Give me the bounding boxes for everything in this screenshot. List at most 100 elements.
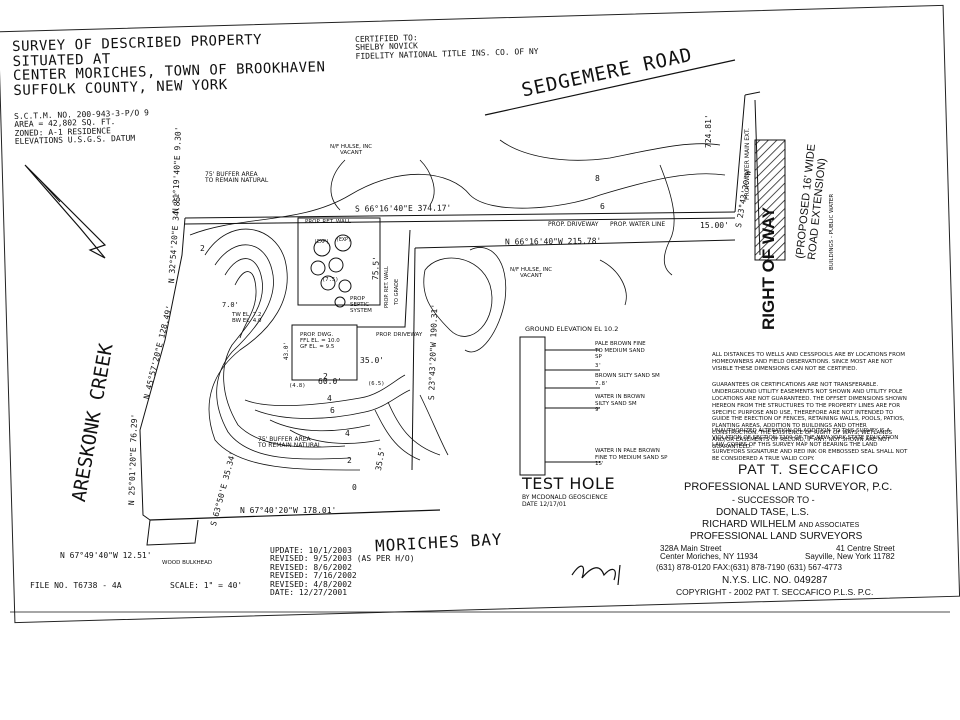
soil-layer-1-c: SP [595,354,602,361]
neighbor-east: N/F HULSE, INC VACANT [510,267,553,280]
successor-label: - SUCCESSOR TO - [732,495,815,505]
dwelling-label: PROP. DWG. FFL EL. = 10.0 GF EL. = 9.5 [300,332,340,350]
contour-line [269,419,371,432]
septic-ring [313,239,331,257]
dwelling-name: PROP. DWG. [300,332,334,338]
neighbor-north-vacant: VACANT [340,149,363,156]
north-arrow [24,164,107,259]
note-wells: ALL DISTANCES TO WELLS AND CESSPOOLS ARE… [712,352,905,372]
phone-line: (631) 878-0120 FAX:(631) 878-7190 (631) … [656,563,842,572]
richard-name: RICHARD WILHELM [702,519,796,530]
septic-ring [338,279,352,293]
soil-layer-1-b: TO MEDIUM SAND [595,347,645,354]
buffer-north-line-2: TO REMAIN NATURAL [205,177,269,185]
bearing-north-2: N 66°16'40"W 215.78' [504,236,602,247]
soil-layer-3-b: SILTY SAND SM [595,400,637,407]
septic-label: PROP SEPTIC SYSTEM [350,296,372,314]
contour-line [499,139,721,161]
buffer-south-line-2: TO REMAIN NATURAL [258,442,322,450]
north-arrow-tick [39,179,61,203]
north-lot-line-2 [414,239,736,249]
test-hole-date: DATE 12/17/01 [522,501,567,509]
contour-line [419,394,449,456]
buffer-north: 75' BUFFER AREA TO REMAIN NATURAL [205,171,269,185]
buildings-public-water: BUILDINGS - PUBLIC WATER [829,193,835,270]
contour-line [423,257,493,337]
test-hole-by: BY MCDONALD GEOSCIENCE [522,494,608,501]
contour-line [214,244,351,460]
tw-elevation: TW EL. 7.2 [232,312,262,318]
buffer-south-line-1: 75' BUFFER AREA [258,436,311,443]
address-2-line-2: Sayville, New York 11782 [805,552,895,562]
revision-r3: REVISED: 7/16/2002 [270,571,357,581]
revision-r1: REVISED: 9/5/2003 [270,554,352,564]
address-2-line-1: 41 Centre Street [835,544,895,553]
certified-block: CERTIFIED TO: SHELBY NOVICK FIDELITY NAT… [355,31,539,61]
test-hole-ground: GROUND ELEVATION EL 10.2 [525,325,619,333]
parcel-info: S.C.T.M. NO. 200-943-3-P/O 9 AREA = 42,8… [14,108,150,146]
associates: AND ASSOCIATES [798,522,860,529]
surveyor-title: PROFESSIONAL LAND SURVEYOR, P.C. [684,481,893,493]
ret-wall-label: PROP. RET. WALL [305,219,351,225]
prop-water-line-label: PROP. WATER LINE [610,221,666,228]
bearing-north-1: S 66°16'40"E 374.17' [354,203,452,214]
license-number: N.Y.S. LIC. NO. 049287 [722,575,828,586]
wall-elevations: TW EL. 7.2 BW EL. 4.0 [232,312,262,325]
donald-tase: DONALD TASE, L.S. [716,507,809,518]
soil-layer-2: BROWN SILTY SAND SM [595,373,660,379]
contour-line [374,409,421,461]
prop-driveway-2: PROP. DRIVEWAY [376,332,423,338]
revision-r2: REVISED: 8/6/2002 [270,562,352,572]
exp-label-2: (EXP) [336,237,352,243]
bw-elevation: BW EL. 4.0 [232,317,262,324]
surveyor-signature [571,564,621,586]
dim-600: 60.0' [318,377,343,386]
soil-layer-4-b: FINE TO MEDIUM SAND SP [595,454,668,461]
soil-layer-4-a: WATER IN PALE BROWN [595,448,660,454]
dim-430: 43.0' [283,341,290,360]
file-number: FILE NO. T6738 - 4A [30,581,122,590]
contour-label: 4 [345,429,350,438]
north-lot-line-3 [184,217,736,225]
bulkhead-label: WOOD BULKHEAD [162,560,213,566]
septic-ring [328,257,344,273]
contour-label: 6 [600,202,605,211]
sedgemere-road-line [484,59,736,116]
septic-ring [334,296,346,308]
scale: SCALE: 1" = 40' [170,581,243,590]
note-guarantees: GUARANTEES OR CERTIFICATIONS ARE NOT TRA… [712,382,907,450]
survey-title-block: SURVEY OF DESCRIBED PROPERTY SITUATED AT… [12,31,326,99]
spot-elev-75: (7.5) [322,277,339,283]
contour-line [419,159,435,206]
dwelling-ffl: FFL EL. = 10.0 [300,337,340,344]
contour-line [599,259,627,306]
pls-label: PROFESSIONAL LAND SURVEYORS [690,531,863,542]
creek-line [139,217,186,521]
surveyor-name: PAT T. SECCAFICO [738,461,879,477]
contour-label: 6 [330,406,335,415]
dwelling-gf: GF EL. = 9.5 [300,343,335,350]
bearing-b9: N 67°40'20"W 178.01' [240,506,337,515]
neighbor-east-name: N/F HULSE, INC [510,267,553,273]
dim-1500: 15.00' [700,221,729,230]
contour-line [244,374,406,406]
spot-elev-48: (4.8) [289,383,306,389]
contour-line [204,228,361,471]
soil-layer-3: WATER IN BROWN SILTY SAND SM 9' [595,394,645,414]
soil-depth-1: 3' [595,363,602,369]
test-hole-column [519,336,600,476]
contour-label: 2 [347,456,352,465]
copyright: COPYRIGHT - 2002 PAT T. SECCAFICO P.L.S.… [676,587,874,597]
soil-layer-1-a: PALE BROWN FINE [595,341,646,347]
soil-layer-1: PALE BROWN FINE TO MEDIUM SAND SP [595,341,646,361]
contour-line [387,401,441,456]
distance-724: 724.81' [704,114,713,148]
bearing-b7: N 67°49'40"W 12.51' [60,551,152,560]
contour-line [223,258,346,448]
buffer-north-line-1: 75' BUFFER AREA [205,171,258,178]
revision-r4: REVISED: 4/8/2002 [270,579,352,589]
right-of-way-label: RIGHT OF WAY [759,206,778,330]
contour-label: 0 [352,483,357,492]
